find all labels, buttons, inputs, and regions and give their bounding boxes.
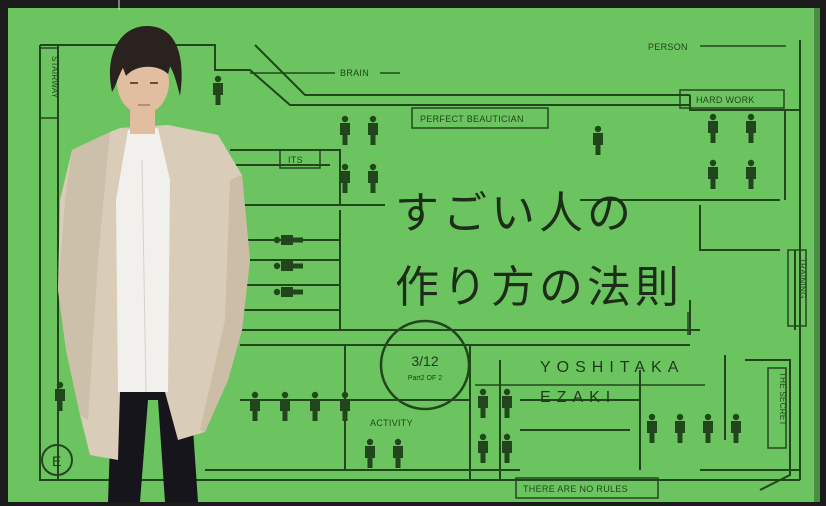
- label-there-are-no-rules: THERE ARE NO RULES: [523, 484, 628, 494]
- label-brain: BRAIN: [340, 68, 369, 78]
- label-person: PERSON: [648, 42, 688, 52]
- page-edge-shadow: [814, 8, 820, 502]
- badge-date: 3/12: [411, 353, 438, 369]
- label-training: TRAINING: [798, 258, 807, 299]
- label-hard-work: HARD WORK: [696, 95, 755, 105]
- label-stairway: STAIRWAY: [50, 56, 59, 99]
- author-last-name: EZAKI: [540, 389, 616, 406]
- label-its: ITS: [288, 155, 303, 165]
- label-boxes: [39, 47, 807, 499]
- label-activity: ACTIVITY: [370, 418, 413, 428]
- date-badge: 3/12 Part2 OF 2: [379, 319, 471, 411]
- title-line-1: すごい人の: [395, 188, 635, 239]
- badge-part: Part2 OF 2: [408, 375, 442, 382]
- author-first-name: YOSHITAKA: [540, 359, 684, 376]
- svg-text:E: E: [52, 453, 61, 469]
- exit-marker: E: [41, 444, 73, 476]
- leader-lines: [250, 45, 786, 386]
- label-the-secret: THE SECRET: [778, 372, 787, 426]
- label-perfect-beautician: PERFECT BEAUTICIAN: [420, 114, 524, 124]
- person-figure: [58, 0, 250, 502]
- title-line-2: 作り方の法則: [395, 262, 683, 313]
